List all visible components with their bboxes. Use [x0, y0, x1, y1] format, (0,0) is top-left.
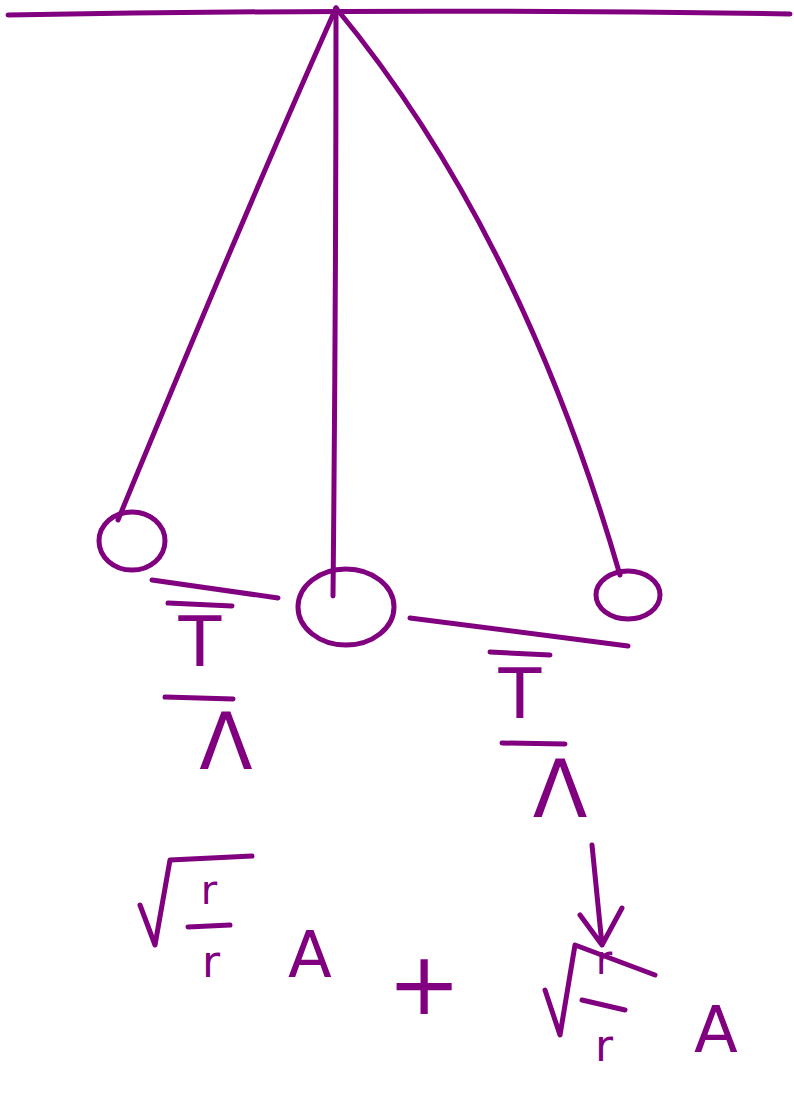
- ceiling-line: [8, 11, 790, 15]
- amplitude: A: [288, 923, 332, 987]
- denominator: r: [202, 940, 220, 984]
- left-bob: [99, 512, 165, 570]
- fraction-bar: [188, 925, 230, 927]
- lambda-symbol: Λ: [533, 750, 588, 830]
- lambda-symbol: Λ: [199, 703, 252, 781]
- numerator: r: [201, 870, 217, 910]
- radical-sign: [140, 856, 252, 945]
- numerator: r: [596, 940, 612, 980]
- middle-bob: [298, 569, 394, 645]
- denominator: r: [595, 1024, 613, 1068]
- right-string: [336, 8, 620, 575]
- arrow: [580, 845, 622, 945]
- left-spring-line: [152, 580, 278, 598]
- bar: [165, 697, 233, 699]
- tension-symbol: T: [179, 607, 222, 677]
- bar: [502, 743, 565, 744]
- right-spring-line: [410, 618, 628, 646]
- bar: [490, 652, 550, 655]
- left-string: [118, 8, 336, 520]
- tension-symbol: T: [499, 659, 542, 729]
- right-bob: [596, 571, 660, 619]
- amplitude: A: [694, 998, 738, 1062]
- bar: [168, 603, 232, 606]
- plus-sign: +: [387, 940, 461, 1028]
- fraction-bar: [582, 1000, 625, 1010]
- middle-string: [333, 8, 336, 596]
